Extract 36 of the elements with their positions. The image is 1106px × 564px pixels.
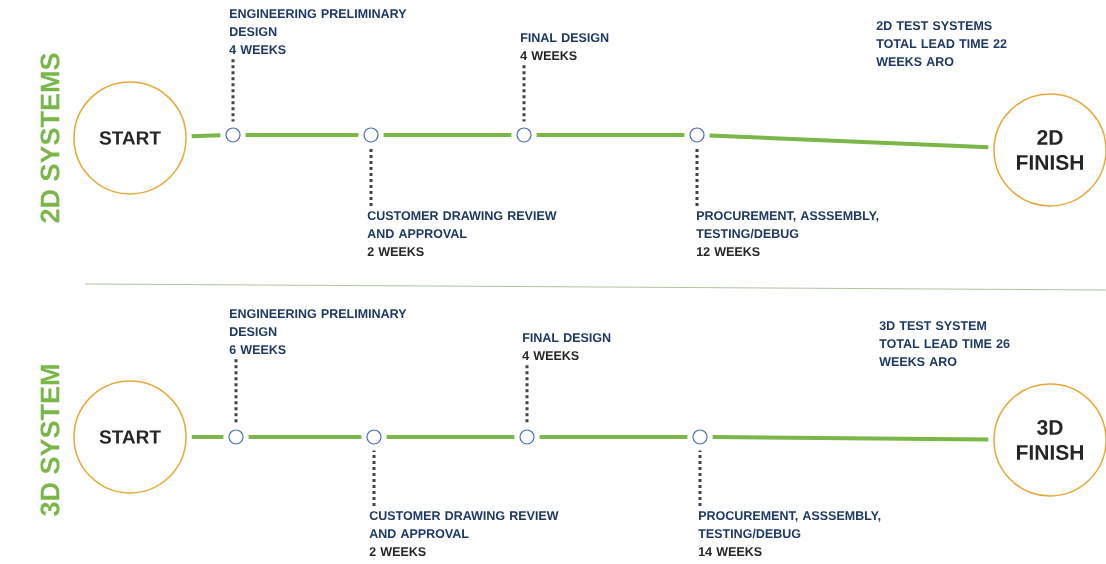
timeline-line — [712, 435, 989, 442]
milestone-circle — [689, 127, 705, 143]
milestone-text: FINAL DESIGN 4 WEEKS — [522, 333, 611, 361]
timeline-line — [191, 133, 221, 139]
milestone-text: PROCUREMENT, ASSSEMBLY, TESTING/DEBUG 12 WEEKS — [696, 211, 879, 257]
milestone-text: CUSTOMER DRAWING REVIEW AND APPROVAL 2 WEEKS — [367, 211, 557, 257]
milestone-circle — [519, 429, 535, 445]
timeline-line — [539, 435, 688, 439]
timeline-line — [386, 435, 515, 439]
milestone-text: FINAL DESIGN 4 WEEKS — [520, 33, 609, 61]
milestone-circle — [363, 127, 379, 143]
leader-line — [234, 359, 238, 424]
leader-line — [231, 59, 235, 122]
timeline-line — [248, 435, 362, 439]
milestone-text: PROCUREMENT, ASSSEMBLY, TESTING/DEBUG 14 WEEKS — [698, 511, 881, 557]
leader-line — [698, 450, 702, 506]
leader-line — [372, 450, 376, 506]
leader-line — [369, 148, 373, 206]
lead-time-note: 2D TEST SYSTEMS TOTAL LEAD TIME 22 WEEKS ARO — [876, 21, 1007, 67]
milestone-circle — [692, 429, 708, 445]
timeline-line — [383, 133, 512, 137]
milestone-text: ENGINEERING PRELIMINARY DESIGN 4 WEEKS — [229, 9, 407, 55]
timeline-line — [709, 133, 989, 150]
lead-time-note: 3D TEST SYSTEM TOTAL LEAD TIME 26 WEEKS ARO — [879, 321, 1010, 367]
timeline-line — [191, 435, 224, 439]
milestone-text: ENGINEERING PRELIMINARY DESIGN 6 WEEKS — [229, 309, 407, 355]
leader-line — [695, 148, 699, 206]
milestone-circle — [225, 127, 241, 143]
milestone-circle — [228, 429, 244, 445]
milestone-circle — [516, 127, 532, 143]
leader-line — [525, 365, 529, 424]
milestone-circle — [366, 429, 382, 445]
leader-line — [522, 65, 526, 122]
timeline-line — [536, 133, 685, 137]
milestone-text: CUSTOMER DRAWING REVIEW AND APPROVAL 2 WEEKS — [369, 511, 559, 557]
timeline-line — [245, 133, 359, 137]
